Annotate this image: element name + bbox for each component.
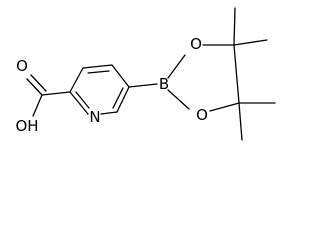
methyl-bottom-down (238, 102, 243, 141)
atom-label-hydroxyl: OH (15, 117, 38, 135)
double-bond-c5-c6 (112, 87, 124, 109)
bond-c5-boron (128, 83, 158, 88)
bond-boron-o-top (167, 54, 186, 79)
carboxylic-acid-group (26, 74, 71, 117)
bond-c2-carboxyl (41, 91, 71, 96)
methyl-top-right (233, 39, 268, 46)
chemical-structure-diagram: O OH N B O O (15, 7, 276, 141)
double-bond-n1-c2 (75, 91, 90, 109)
atom-label-ring-nitrogen: N (89, 108, 100, 126)
atom-label-dioxaborolane-oxygen-top: O (190, 35, 202, 53)
methyl-top-up (233, 7, 236, 46)
atom-label-carboxyl-oxygen: O (16, 57, 28, 75)
double-bond-c3-c4 (87, 70, 110, 74)
bond-c5-c6 (116, 86, 130, 113)
bond-c6-n1 (100, 111, 118, 115)
methyl-groups (233, 7, 276, 141)
bond-o-bottom-c (209, 102, 240, 112)
pyridine-ring (69, 64, 130, 115)
bond-c-c-backbone (233, 44, 240, 104)
bond-carbonyl-2 (30, 74, 47, 92)
bond-n1-c2 (69, 91, 89, 115)
atom-label-boron: B (159, 75, 169, 93)
bond-c3-c4 (82, 64, 113, 69)
bond-carbonyl-1 (26, 78, 43, 96)
atom-label-dioxaborolane-oxygen-bottom: O (196, 106, 208, 124)
bond-boron-o-bottom (167, 89, 190, 110)
bond-c4-c5 (111, 64, 130, 88)
bond-carboxyl-oh (32, 94, 43, 117)
dioxaborolane-ring (128, 44, 240, 112)
bond-c2-c3 (69, 67, 84, 93)
